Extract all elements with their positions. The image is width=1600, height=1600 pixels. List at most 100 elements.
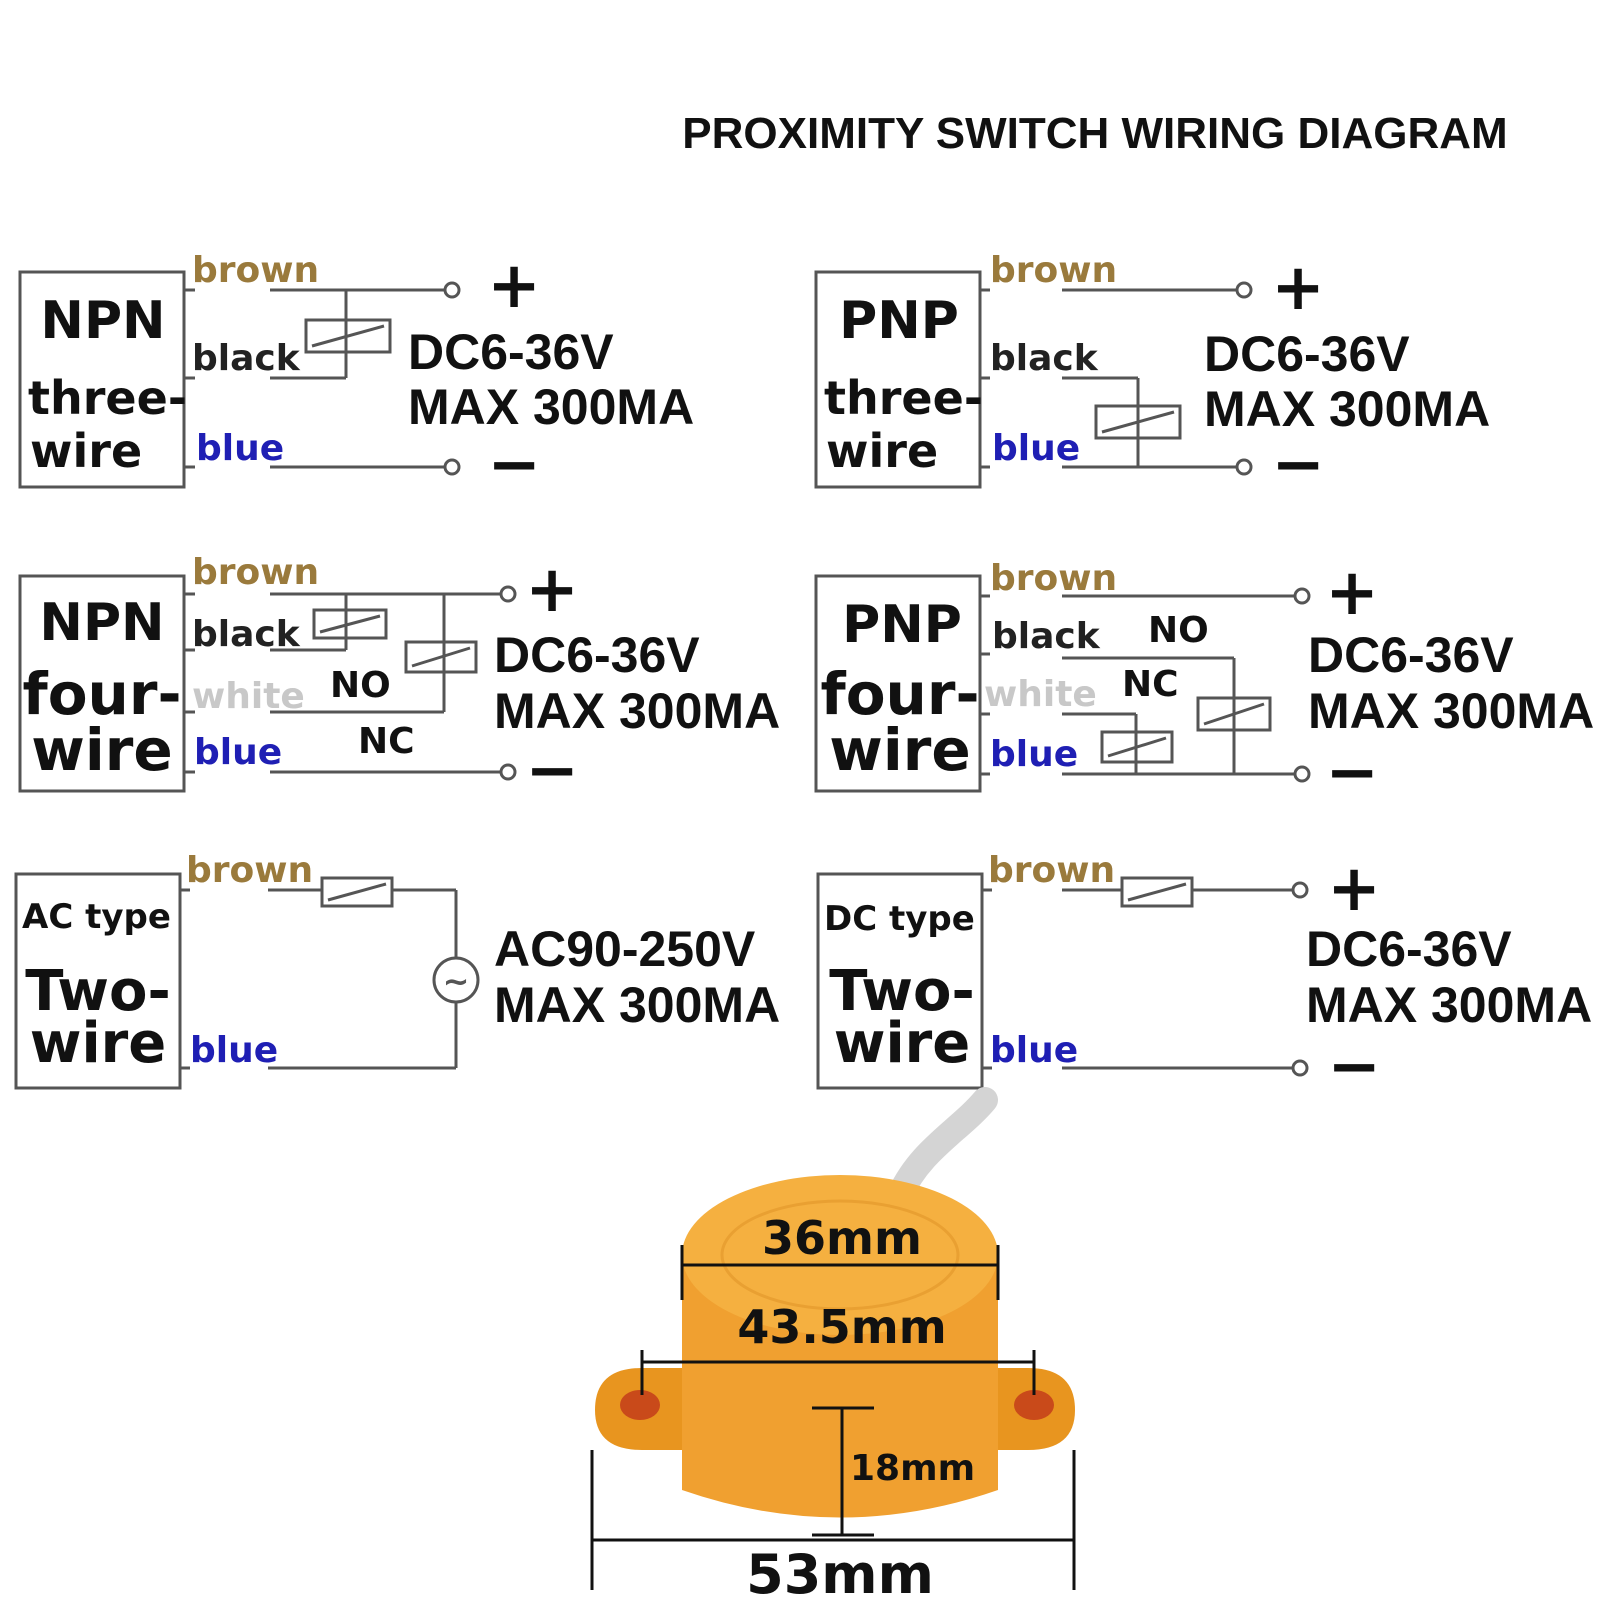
dc-two-wire-labels: DC type Two- wire brown blue + − DC6-36V… bbox=[824, 850, 1592, 1104]
positive-terminal bbox=[1235, 281, 1253, 299]
current-label: MAX 300MA bbox=[1306, 977, 1592, 1033]
brown-label: brown bbox=[186, 850, 313, 891]
current-label: MAX 300MA bbox=[1308, 683, 1594, 739]
negative-terminal bbox=[1293, 765, 1311, 783]
face-diameter-label: 36mm bbox=[762, 1211, 922, 1265]
black-label: black bbox=[192, 614, 301, 655]
sensor-box bbox=[14, 872, 182, 1090]
blue-label: blue bbox=[992, 428, 1080, 469]
minus-sign: − bbox=[487, 428, 541, 502]
hole-spacing-label: 43.5mm bbox=[737, 1300, 946, 1354]
voltage-label: AC90-250V bbox=[494, 921, 756, 977]
ac-two-wire-panel bbox=[14, 872, 480, 1090]
minus-sign: − bbox=[1325, 736, 1379, 810]
load-coil-icon bbox=[304, 318, 392, 354]
current-label: MAX 300MA bbox=[1204, 381, 1490, 437]
pnp-three-wire-panel bbox=[814, 270, 1253, 489]
npn-four-wire-panel bbox=[18, 574, 517, 793]
pnp-four-wire-labels: PNP four- wire brown black white blue NO… bbox=[820, 556, 1594, 810]
voltage-label: DC6-36V bbox=[1204, 326, 1410, 382]
dimension-lines bbox=[590, 1245, 1076, 1590]
negative-terminal bbox=[1235, 458, 1253, 476]
black-label: black bbox=[992, 616, 1101, 657]
minus-sign: − bbox=[1271, 428, 1325, 502]
sensor-box bbox=[816, 872, 984, 1090]
nc-contact-label: NC bbox=[358, 721, 415, 762]
sensor-type-label: PNP bbox=[839, 291, 959, 351]
page-title: PROXIMITY SWITCH WIRING DIAGRAM bbox=[682, 109, 1507, 158]
voltage-label: DC6-36V bbox=[1308, 627, 1514, 683]
white-label: white bbox=[984, 674, 1097, 715]
plus-sign: + bbox=[487, 249, 541, 323]
blue-label: blue bbox=[990, 734, 1078, 775]
blue-label: blue bbox=[196, 428, 284, 469]
npn-three-wire-labels: NPN three- wire brown black blue + − DC6… bbox=[28, 249, 694, 502]
nc-contact-label: NC bbox=[1122, 664, 1179, 705]
sensor-type-label: NPN bbox=[40, 291, 165, 351]
dimension-labels: 36mm 43.5mm 18mm 53mm bbox=[737, 1211, 975, 1600]
wire-label: wire bbox=[30, 424, 142, 478]
wire-count-label: Two- bbox=[25, 959, 171, 1024]
blue-label: blue bbox=[190, 1030, 278, 1071]
brown-label: brown bbox=[988, 850, 1115, 891]
load-coil-icon bbox=[1196, 696, 1272, 732]
no-contact-label: NO bbox=[330, 665, 391, 706]
dc-two-wire-panel bbox=[816, 872, 1309, 1090]
sensing-face-ring bbox=[720, 1199, 960, 1311]
wire-label: wire bbox=[30, 1011, 167, 1076]
wire-count-label: four- bbox=[820, 660, 979, 728]
overall-width-label: 53mm bbox=[746, 1543, 934, 1600]
height-label: 18mm bbox=[850, 1448, 975, 1489]
voltage-label: DC6-36V bbox=[408, 324, 614, 380]
cable bbox=[887, 1087, 998, 1208]
load-coil-icon bbox=[1094, 404, 1182, 440]
sensor-type-label: NPN bbox=[39, 593, 164, 653]
current-label: MAX 300MA bbox=[494, 683, 780, 739]
load-coil-icon bbox=[1100, 730, 1174, 764]
pnp-four-wire-panel bbox=[814, 574, 1311, 793]
sensor-box bbox=[814, 574, 982, 793]
sensor-type-label: DC type bbox=[824, 899, 975, 939]
wire-count-label: Two- bbox=[829, 959, 975, 1024]
wire-label: wire bbox=[31, 716, 172, 784]
black-label: black bbox=[192, 338, 301, 379]
sensor-type-label: PNP bbox=[842, 595, 962, 655]
pnp-three-wire-labels: PNP three- wire brown black blue + − DC6… bbox=[824, 250, 1490, 502]
blue-label: blue bbox=[990, 1030, 1078, 1071]
sensor-type-label: AC type bbox=[22, 897, 171, 937]
wire-label: wire bbox=[834, 1011, 971, 1076]
blue-label: blue bbox=[194, 732, 282, 773]
positive-terminal bbox=[499, 585, 517, 603]
current-label: MAX 300MA bbox=[494, 977, 780, 1033]
brown-label: brown bbox=[192, 552, 319, 593]
wire-count-label: three- bbox=[28, 371, 187, 425]
voltage-label: DC6-36V bbox=[1306, 921, 1512, 977]
plus-sign: + bbox=[1327, 852, 1381, 926]
minus-sign: − bbox=[1327, 1030, 1381, 1104]
negative-terminal bbox=[443, 458, 461, 476]
brown-label: brown bbox=[192, 250, 319, 291]
npn-four-wire-labels: NPN four- wire brown black white blue NO… bbox=[22, 552, 780, 808]
ac-two-wire-labels: AC type Two- wire brown blue ~ AC90-250V… bbox=[22, 850, 780, 1076]
voltage-label: DC6-36V bbox=[494, 627, 700, 683]
wire-count-label: four- bbox=[22, 660, 181, 728]
negative-terminal bbox=[499, 763, 517, 781]
current-label: MAX 300MA bbox=[408, 379, 694, 435]
mount-hole-right bbox=[1014, 1390, 1054, 1420]
wire-label: wire bbox=[826, 424, 938, 478]
wire-label: wire bbox=[829, 716, 970, 784]
plus-sign: + bbox=[525, 553, 579, 627]
plus-sign: + bbox=[1325, 556, 1379, 630]
sensor-box bbox=[18, 574, 186, 793]
black-label: black bbox=[990, 338, 1099, 379]
mount-hole-left bbox=[620, 1390, 660, 1420]
npn-three-wire-panel bbox=[18, 270, 461, 489]
no-contact-label: NO bbox=[1148, 610, 1209, 651]
wire-count-label: three- bbox=[824, 371, 983, 425]
load-coil-icon bbox=[312, 608, 388, 640]
ac-symbol: ~ bbox=[443, 962, 470, 1000]
brown-label: brown bbox=[990, 250, 1117, 291]
positive-terminal bbox=[1291, 881, 1309, 899]
